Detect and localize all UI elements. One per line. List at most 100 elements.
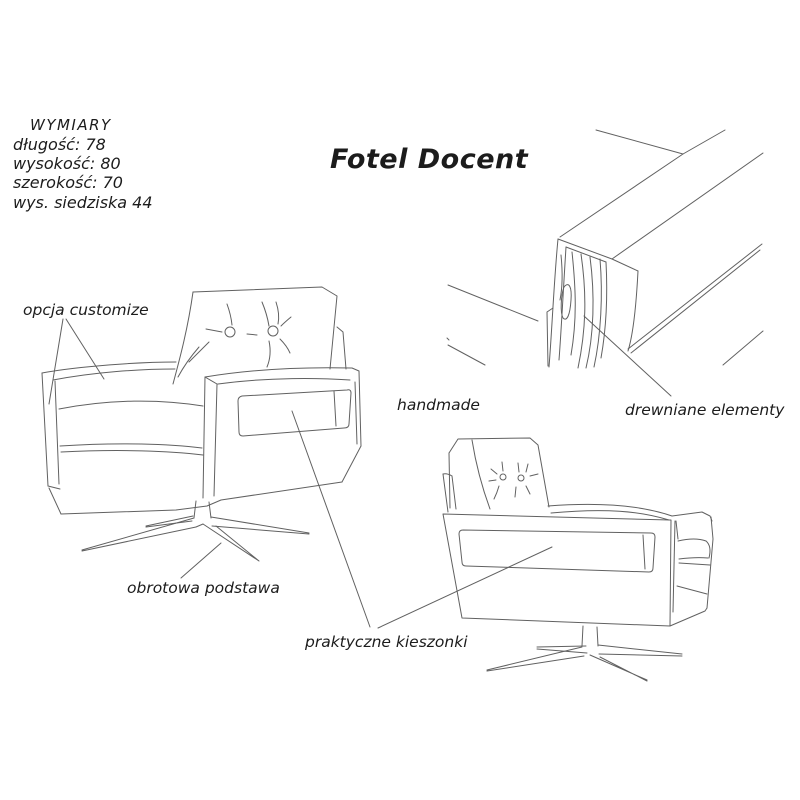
base-leg-left bbox=[486, 646, 585, 672]
column-left bbox=[193, 500, 197, 519]
cushion-wrinkle bbox=[280, 316, 292, 327]
dimension-height: wysokość: 80 bbox=[13, 154, 121, 173]
seat-cushion-bottom bbox=[678, 557, 709, 560]
swivel-base bbox=[486, 625, 683, 682]
side-bottom-edge-double bbox=[630, 249, 761, 354]
base-leg-front bbox=[589, 654, 648, 682]
pocket-fold bbox=[333, 390, 337, 427]
cushion-wrinkle bbox=[490, 468, 498, 475]
page-title: Fotel Docent bbox=[330, 144, 529, 175]
pocket-fold bbox=[642, 534, 646, 570]
leader-customize-right bbox=[65, 318, 105, 380]
side-panel bbox=[442, 513, 672, 627]
cushion-wrinkle bbox=[517, 462, 520, 473]
column-right bbox=[208, 501, 212, 519]
leader-lines bbox=[48, 315, 672, 629]
seat-front-bottom bbox=[59, 443, 203, 449]
sketch-dash bbox=[446, 337, 450, 341]
dimensions-heading: WYMIARY bbox=[30, 116, 112, 134]
column-left bbox=[581, 625, 584, 647]
base-hub bbox=[195, 523, 204, 528]
leader-pockets-left-chair bbox=[291, 410, 371, 628]
pocket-panel bbox=[237, 389, 352, 437]
top-side-ridge bbox=[611, 152, 764, 260]
armrest bbox=[202, 367, 362, 499]
label-swivel-base: obrotowa podstawa bbox=[127, 579, 280, 597]
cushion-wrinkle bbox=[226, 303, 233, 326]
grain-line bbox=[559, 254, 563, 301]
arm-front-top bbox=[204, 376, 218, 385]
label-wooden-elements: drewniane elementy bbox=[625, 401, 785, 419]
grain-knot bbox=[560, 284, 572, 320]
right-outer-edge bbox=[706, 516, 714, 609]
cushion-wrinkle bbox=[488, 479, 497, 482]
cushion-wrinkle bbox=[177, 346, 200, 378]
right-chair-drawing bbox=[442, 437, 714, 682]
tufting-button bbox=[517, 474, 525, 482]
cushion-wrinkle bbox=[279, 338, 291, 354]
leader-swivel-base bbox=[180, 542, 222, 579]
inner-inset-left bbox=[558, 246, 567, 361]
right-side-line bbox=[676, 585, 708, 595]
skirt-left-edge bbox=[48, 487, 62, 515]
front-left-edge bbox=[548, 238, 559, 368]
cushion-wrinkle bbox=[514, 486, 517, 498]
seat-front-top bbox=[58, 400, 204, 410]
right-side-line bbox=[678, 562, 711, 566]
front-right-edge bbox=[627, 270, 639, 352]
arm-top-inner bbox=[217, 378, 351, 385]
cushion-outline bbox=[448, 437, 550, 508]
corner-sliver bbox=[546, 307, 554, 367]
body-continuation-line bbox=[447, 284, 539, 322]
cushion-wrinkle bbox=[529, 473, 539, 477]
top-face-back-line bbox=[595, 129, 684, 155]
arm-end-outer bbox=[351, 367, 362, 447]
cushion-wrinkle bbox=[261, 301, 270, 327]
dimension-length: długość: 78 bbox=[13, 135, 106, 154]
back-strip-outer bbox=[442, 473, 449, 513]
side-front-bevel bbox=[611, 258, 639, 272]
back-cushion bbox=[448, 437, 550, 510]
arm-end-inner bbox=[354, 381, 358, 445]
cushion-left-edge bbox=[448, 452, 451, 509]
top-face-near-edge bbox=[559, 129, 726, 238]
cushion-left-edge bbox=[172, 291, 194, 385]
back-cushion bbox=[172, 286, 338, 385]
arm-top-outer bbox=[204, 367, 353, 378]
underside-line bbox=[722, 330, 764, 366]
front-top-edge bbox=[557, 238, 613, 260]
left-strip-inner bbox=[54, 380, 60, 485]
inner-inset-top bbox=[565, 246, 607, 263]
seat-cushion-right bbox=[705, 540, 711, 559]
grain-line bbox=[577, 253, 586, 369]
inner-inset-right bbox=[600, 261, 608, 359]
tufting-button bbox=[499, 473, 507, 481]
panel-end-cap bbox=[672, 520, 676, 613]
armrest-inner bbox=[550, 510, 670, 521]
grain-line bbox=[585, 256, 594, 369]
back-rim-outer bbox=[41, 361, 177, 374]
arm-bottom-right bbox=[341, 445, 362, 483]
base-leg-rear bbox=[145, 515, 194, 528]
dimensions-block: WYMIARY długość: 78 wysokość: 80 szeroko… bbox=[13, 116, 153, 212]
leader-wooden-elements bbox=[583, 315, 672, 397]
arm-gap-line bbox=[675, 520, 679, 540]
bottom-edge bbox=[60, 481, 343, 515]
cushion-wrinkle bbox=[525, 463, 529, 473]
back-strip-top bbox=[442, 473, 453, 477]
swivel-base bbox=[81, 500, 310, 562]
column-right bbox=[596, 626, 599, 647]
left-strip-bottom bbox=[47, 485, 61, 490]
wood-grain bbox=[559, 251, 602, 369]
side-bottom-edge bbox=[627, 243, 763, 350]
grain-line bbox=[593, 258, 602, 368]
leader-pockets-right-chair bbox=[377, 546, 553, 629]
left-strip-outer bbox=[41, 372, 49, 487]
cushion-wrinkle bbox=[493, 485, 500, 500]
cushion-wrinkle bbox=[501, 461, 504, 472]
armrest-top bbox=[547, 503, 713, 522]
left-chair-drawing bbox=[41, 286, 362, 562]
chair-body bbox=[41, 326, 347, 515]
underside-edge bbox=[669, 607, 708, 627]
